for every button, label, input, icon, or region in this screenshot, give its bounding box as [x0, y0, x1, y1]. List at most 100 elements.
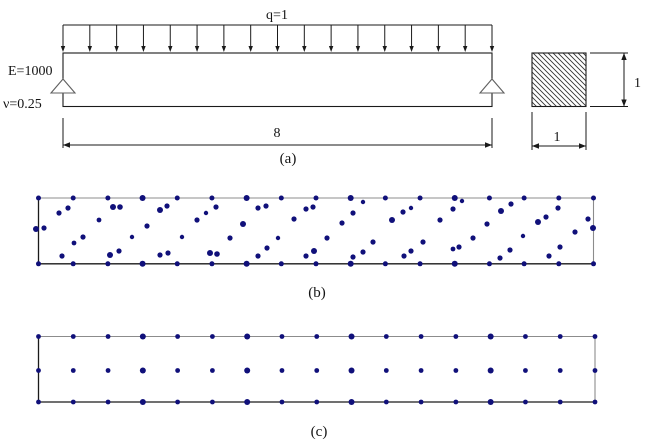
node-dot [557, 244, 563, 250]
node-dot [543, 214, 549, 220]
node-dot [278, 195, 284, 201]
node-dot [592, 399, 598, 405]
load-arrowhead [436, 46, 441, 52]
node-dot [347, 195, 354, 201]
beam-outline [62, 52, 493, 108]
node-dot [535, 219, 541, 225]
node-dot [105, 368, 111, 373]
node-dot [451, 195, 458, 201]
node-dot [139, 399, 146, 405]
node-dot [243, 260, 250, 267]
node-dot [350, 210, 356, 216]
node-dot [523, 368, 528, 373]
node-dot [71, 240, 77, 246]
node-dot [557, 399, 563, 405]
node-dot [227, 235, 233, 241]
node-dot [80, 234, 86, 240]
cross-section [531, 52, 628, 150]
node-dot [451, 260, 458, 267]
node-dot [70, 334, 76, 339]
node-dot [487, 399, 494, 405]
load-arrowhead [355, 46, 361, 52]
node-dot [487, 333, 494, 340]
node-dot [523, 334, 528, 339]
dimension-arrowhead [532, 143, 539, 149]
load-arrowhead [382, 46, 387, 52]
node-dot [175, 368, 181, 373]
load-arrowhead [328, 46, 334, 52]
load-arrowhead [409, 46, 414, 52]
node-dot [450, 206, 456, 212]
node-dot [484, 221, 490, 227]
node-dot [36, 195, 41, 201]
node-dot [521, 195, 527, 201]
node-dot [310, 204, 316, 210]
node-dot [139, 195, 146, 201]
youngs-modulus-label: E=1000 [8, 64, 52, 79]
load-arrowhead [489, 46, 495, 52]
dimension-arrowhead [621, 99, 627, 107]
node-dot [486, 195, 492, 201]
node-dot [324, 235, 330, 241]
node-dot [303, 206, 309, 212]
node-dot [129, 234, 135, 240]
node-dot [591, 261, 596, 267]
node-dot [255, 205, 261, 211]
load-arrowhead [462, 46, 468, 52]
node-dot [36, 368, 41, 373]
node-dot [157, 252, 163, 258]
node-dot [590, 225, 596, 231]
node-dot [263, 203, 269, 209]
node-dot [174, 261, 180, 267]
dimension-arrowhead [63, 142, 70, 148]
node-dot [498, 208, 504, 214]
node-dot [291, 216, 297, 222]
panel-b: (b) [33, 195, 596, 301]
node-dot [418, 399, 424, 405]
node-dot [244, 333, 251, 340]
node-dot [400, 209, 406, 215]
pin-support-triangle [49, 78, 77, 94]
node-dot [313, 195, 319, 201]
node-dot [213, 204, 219, 210]
node-dot [311, 248, 317, 254]
load-arrowhead [275, 46, 280, 52]
node-dot [303, 253, 309, 259]
node-dot [348, 333, 355, 340]
node-dot [70, 195, 76, 201]
load-arrowhead [114, 46, 119, 52]
node-dot [556, 261, 562, 267]
distributed-load-arrows [60, 24, 495, 52]
dimension-arrowhead [579, 143, 586, 149]
node-dot [450, 246, 456, 252]
node-dot [486, 261, 492, 267]
node-dot [41, 225, 47, 231]
node-dot [209, 195, 215, 201]
node-dot [347, 260, 354, 267]
node-dot [592, 368, 598, 373]
node-dot [408, 205, 414, 211]
node-dot [203, 210, 209, 216]
node-dot [382, 261, 388, 267]
node-dot [139, 367, 146, 374]
node-dot [264, 245, 270, 251]
node-dot [105, 261, 111, 267]
node-dot [70, 261, 76, 267]
node-dot [65, 205, 71, 211]
node-dot [383, 399, 389, 405]
section-width-label: 1 [554, 130, 561, 145]
section-square-hatched [531, 52, 587, 108]
node-dot [556, 195, 562, 201]
node-dot [314, 368, 320, 373]
node-dot [157, 207, 163, 213]
node-dot [523, 399, 528, 405]
node-dot [417, 195, 423, 201]
node-dot [139, 333, 146, 340]
node-dot [175, 334, 181, 339]
node-dot [456, 244, 462, 250]
node-dot [437, 217, 443, 223]
node-dot [572, 229, 578, 235]
pin-support-triangle [478, 78, 506, 94]
